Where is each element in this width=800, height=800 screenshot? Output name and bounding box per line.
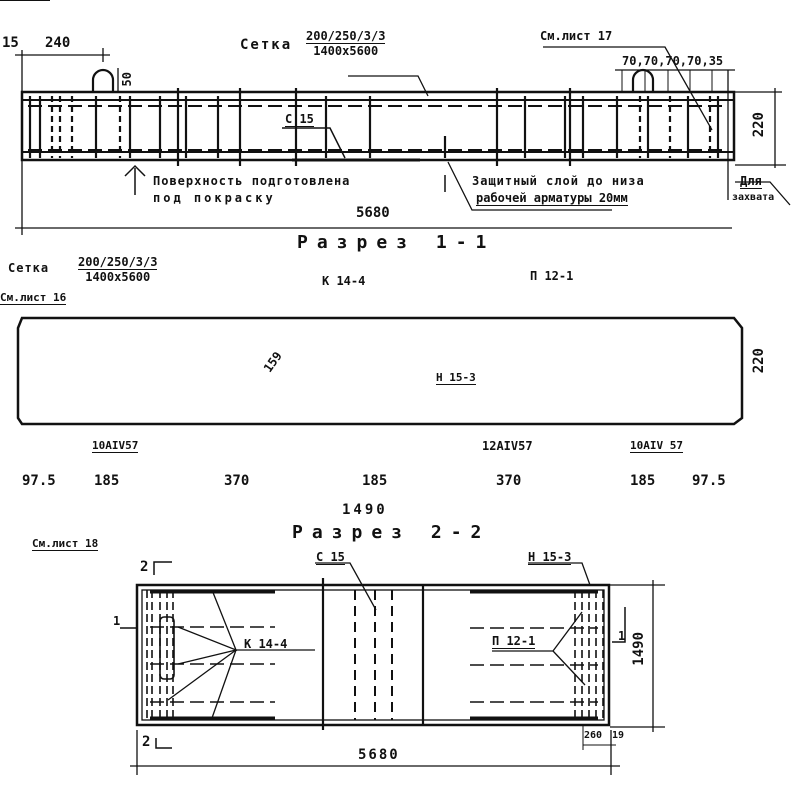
- elevation-view: [15, 46, 791, 235]
- section-2-dim-width: 1490: [631, 632, 647, 666]
- rebar-left-label: 10АIV57: [92, 439, 139, 453]
- mesh-label: Сетка: [240, 37, 293, 53]
- section-2-2-title: Разрез 2-2: [292, 522, 491, 543]
- section-1-mesh-spec-bottom: 1400x5600: [85, 270, 151, 284]
- section-2-2-view: [120, 561, 665, 775]
- section-1-dim-height: 220: [751, 348, 767, 374]
- rebar-middle-label: 12АIV57: [482, 439, 533, 453]
- frame-k14-4-label: К 14-4: [322, 274, 366, 288]
- dim-total-width: 1490: [342, 502, 388, 518]
- element-c15-label: С 15: [285, 112, 314, 127]
- dim-slab-length: 5680: [356, 205, 390, 221]
- dim-rib-1: 185: [94, 473, 120, 489]
- note-surface-line2: под покраску: [153, 191, 276, 205]
- dim-end-offset: 15: [2, 35, 19, 51]
- section-2-c15-label: С 15: [316, 550, 345, 565]
- cut-mark-2-top: 2: [140, 559, 149, 575]
- cut-mark-1-right: 1: [618, 629, 626, 643]
- section-2-bar-label: П 12-1: [492, 634, 536, 649]
- dim-rib-2: 185: [362, 473, 388, 489]
- section-1-mesh-label: Сетка: [8, 261, 50, 275]
- inner-h15-3-label: Н 15-3: [436, 371, 476, 385]
- mesh-spec-bottom: 1400x5600: [313, 44, 379, 58]
- note-surface-line1: Поверхность подготовлена: [153, 174, 351, 188]
- section-2-frame-label: К 14-4: [244, 637, 288, 651]
- section-1-mesh-spec: 200/250/3/3 1400x5600: [78, 255, 158, 284]
- section-2-h15-3-label: Н 15-3: [528, 550, 572, 565]
- dim-rib-3: 185: [630, 473, 656, 489]
- cut-mark-1-left: 1: [113, 614, 121, 628]
- section-2-dim-length: 5680: [358, 747, 400, 763]
- dim-loop-height: 50: [120, 72, 134, 87]
- cut-mark-2-bottom: 2: [142, 734, 151, 750]
- rebar-right-label: 10АIV 57: [630, 439, 683, 453]
- dim-loop-spacing: 70,70,70,70,35: [622, 54, 724, 68]
- dim-edge-right: 97.5: [692, 473, 726, 489]
- dim-loop-offset: 240: [45, 35, 71, 51]
- note-cover-line1: Защитный слой до низа: [472, 174, 645, 188]
- dim-end-a: 260: [584, 730, 603, 741]
- dim-slab-height: 220: [751, 112, 767, 138]
- bar-p12-1-label: П 12-1: [530, 269, 574, 283]
- mesh-spec: 200/250/3/3 1400x5600: [306, 29, 386, 58]
- see-sheet-18: См.лист 18: [32, 537, 99, 551]
- section-1-1-title: Разрез 1-1: [297, 232, 496, 253]
- dim-span-1: 370: [224, 473, 250, 489]
- dim-end-b: 19: [612, 730, 625, 741]
- dim-edge-left: 97.5: [22, 473, 56, 489]
- note-cover-line2: рабочей арматуры 20мм: [476, 191, 628, 206]
- mesh-spec-top: 200/250/3/3: [306, 29, 386, 44]
- note-lift-line2: захвата: [732, 192, 775, 203]
- see-sheet-16: См.лист 16: [0, 291, 67, 305]
- see-sheet-17: См.лист 17: [540, 29, 613, 43]
- section-1-1-view: 324" x2="725" y2="324"/>: [0, 0, 744, 426]
- dim-span-2: 370: [496, 473, 522, 489]
- note-lift-line1: Для: [740, 174, 762, 189]
- section-1-mesh-spec-top: 200/250/3/3: [78, 255, 158, 270]
